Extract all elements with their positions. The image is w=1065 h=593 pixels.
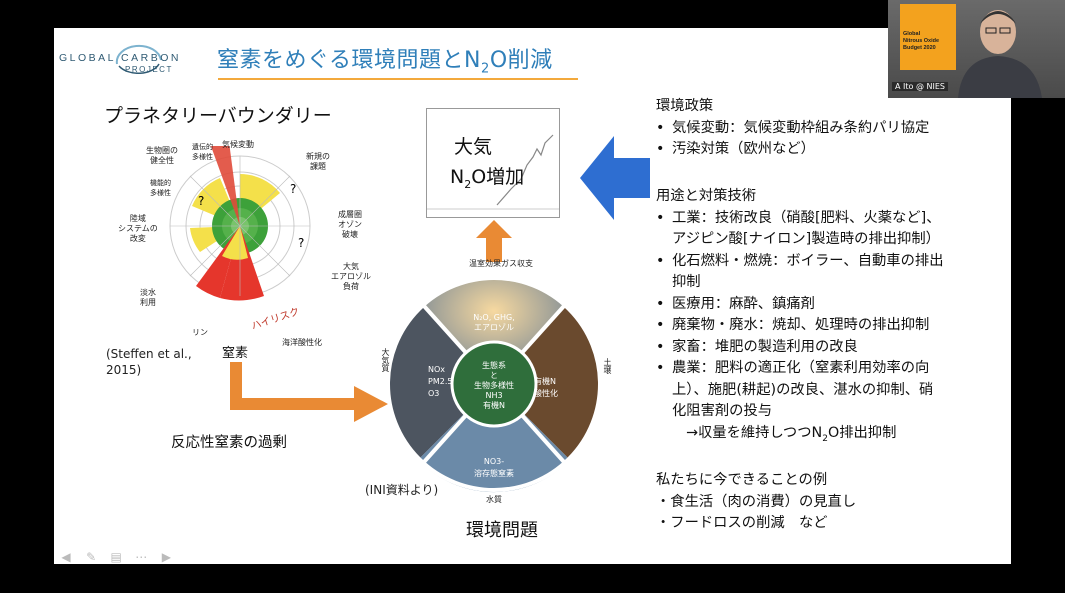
presenter-webcam: Global Nitrous Oxide Budget 2020 A Ito @… [888,0,1065,98]
title-underline [218,78,578,80]
logo-text-1: GLOBAL CARBON [59,52,181,64]
now-item: ・フードロスの削減 など [656,515,828,531]
uses-item: •家畜：堆肥の製造利用の改良 [656,338,858,355]
svg-text:と: と [490,371,498,380]
global-carbon-project-logo: GLOBAL CARBON PROJECT [59,44,209,84]
svg-text:NO3-: NO3- [484,457,504,466]
nitrogen-excess [220,226,264,301]
wheel-center [450,340,538,428]
uses-item-cont: アジピン酸[ナイロン]製造時の排出抑制） [672,231,940,247]
label-functional: 機能的 多様性 [150,179,171,197]
slide-grid-button[interactable]: ▤ [110,550,122,564]
presenter-name: A Ito @ NIES [892,82,948,91]
uses-item: •農業：肥料の適正化（窒素利用効率の向 [656,360,930,376]
uses-item-cont: 上）、施肥(耕起)の改良、湛水の抑制、硝 [672,381,934,398]
prev-slide-button[interactable]: ◀ [61,550,71,564]
svg-text:酸性化: 酸性化 [534,388,558,398]
atm-label-1: 大気 [454,136,493,158]
planetary-boundary-heading: プラネタリーバウンダリー [104,105,332,127]
poster-text: Global Nitrous Oxide Budget 2020 [903,31,940,51]
slide: GLOBAL CARBON PROJECT 窒素をめぐる環境問題とN2O削減 プ… [54,28,1011,564]
uses-section: 用途と対策技術 •工業：技術改良（硝酸[肥料、火薬など]、 アジピン酸[ナイロン… [656,186,944,450]
wheel-left-label: 大気質 [381,348,390,372]
wheel-ghg-sector [424,279,564,384]
svg-text:溶存態窒素: 溶存態窒素 [474,468,514,478]
logo-text-2: PROJECT [125,65,173,74]
label-climate: 気候変動 [222,140,254,149]
uses-item: •化石燃料・燃焼：ボイラー、自動車の排出 [656,252,944,269]
svg-text:N₂O, GHG,: N₂O, GHG, [473,313,515,322]
wheel-top-label: 温室効果ガス収支 [469,259,533,268]
now-heading: 私たちに今できることの例 [656,472,828,488]
reactive-nitrogen-arrow [230,362,388,422]
svg-text:生態系: 生態系 [482,360,506,370]
label-high-risk: ハイリスク [250,306,301,333]
policy-item: •汚染対策（欧州など） [656,141,815,157]
poster: Global Nitrous Oxide Budget 2020 [900,4,956,70]
label-bio-integrity: 生物圏の 健全性 [146,146,178,165]
steffen-credit: (Steffen et al., 2015) [106,347,192,377]
environment-wheel: N₂O, GHG, エアロゾル NOx PM2.5 O3 有機N 酸性化 NO3… [386,276,602,493]
label-phosphorus: リン [192,328,208,337]
slide-title: 窒素をめぐる環境問題とN2O削減 [217,48,553,77]
presenter-toolbar: ◀ ✎ ▤ ⋯ ▶ [58,546,178,565]
svg-text:O3: O3 [428,389,439,398]
label-aerosol: 大気 エアロゾル 負荷 [331,262,371,291]
wheel-soil-sector [494,306,601,460]
biodiversity-excess [210,146,240,226]
svg-text:有機N: 有機N [534,376,556,386]
policy-item: •気候変動：気候変動枠組み条約パリ協定 [656,119,930,136]
svg-text:PM2.5: PM2.5 [428,377,452,386]
svg-text:NH3: NH3 [485,391,502,400]
environment-problem-caption: 環境問題 [466,520,538,541]
label-genetic: 遺伝的 多様性 [192,143,213,161]
svg-text:NOx: NOx [428,365,445,374]
wheel-bottom-label: 水質 [486,495,502,504]
planetary-boundary-diagram [169,146,311,301]
svg-text:有機N: 有機N [483,400,505,410]
wheel-air-sector [387,306,494,460]
reactive-nitrogen-label: 反応性窒素の過剰 [171,435,287,451]
atm-label-2: N2O増加 [450,166,525,191]
n2o-trend-line [427,134,559,210]
uses-item: •工業：技術改良（硝酸[肥料、火薬など]、 [656,209,941,226]
question-functional: ? [198,194,205,208]
now-item: ・食生活（肉の消費）の見直し [656,493,857,510]
orange-up-arrow-icon [476,220,512,262]
presenter-avatar [958,10,1042,98]
wheel-right-label: 土壌 [603,358,612,374]
label-ozone: 成層圏 オゾン 破壊 [338,210,362,239]
logo-ring-icon [115,44,162,74]
blue-arrow-icon [580,136,650,220]
ini-credit: (INI資料より) [365,483,439,497]
label-nitrogen: 窒素 [222,346,249,361]
label-water: 淡水 利用 [140,288,156,307]
label-ocean: 海洋酸性化 [282,338,322,347]
uses-item-cont: 抑制 [672,274,701,290]
uses-heading: 用途と対策技術 [656,188,757,204]
svg-text:エアロゾル: エアロゾル [474,323,514,332]
label-land: 陸域 システムの 改変 [118,214,158,243]
question-aerosol: ? [298,236,305,250]
svg-text:生物多様性: 生物多様性 [474,380,514,390]
label-novel: 新規の 課題 [306,152,330,171]
uses-item: •廃棄物・廃水：焼却、処理時の排出抑制 [656,317,930,333]
n2o-plot [426,108,560,218]
pen-tool-button[interactable]: ✎ [86,550,97,564]
wheel-water-sector [418,384,570,493]
uses-item-cont: 化阻害剤の投与 [672,403,773,419]
result-line: →収量を維持しつつN2O排出抑制 [686,424,897,444]
uses-item: •医療用：麻酔、鎮痛剤 [656,295,815,312]
phosphorus-excess [196,226,240,298]
more-options-button[interactable]: ⋯ [135,550,148,564]
now-section: 私たちに今できることの例 ・食生活（肉の消費）の見直し ・フードロスの削減 など [656,470,856,535]
policy-section: 環境政策 •気候変動：気候変動枠組み条約パリ協定 •汚染対策（欧州など） [656,96,929,161]
next-slide-button[interactable]: ▶ [161,550,171,564]
question-novel: ? [290,182,297,196]
policy-heading: 環境政策 [656,98,714,114]
